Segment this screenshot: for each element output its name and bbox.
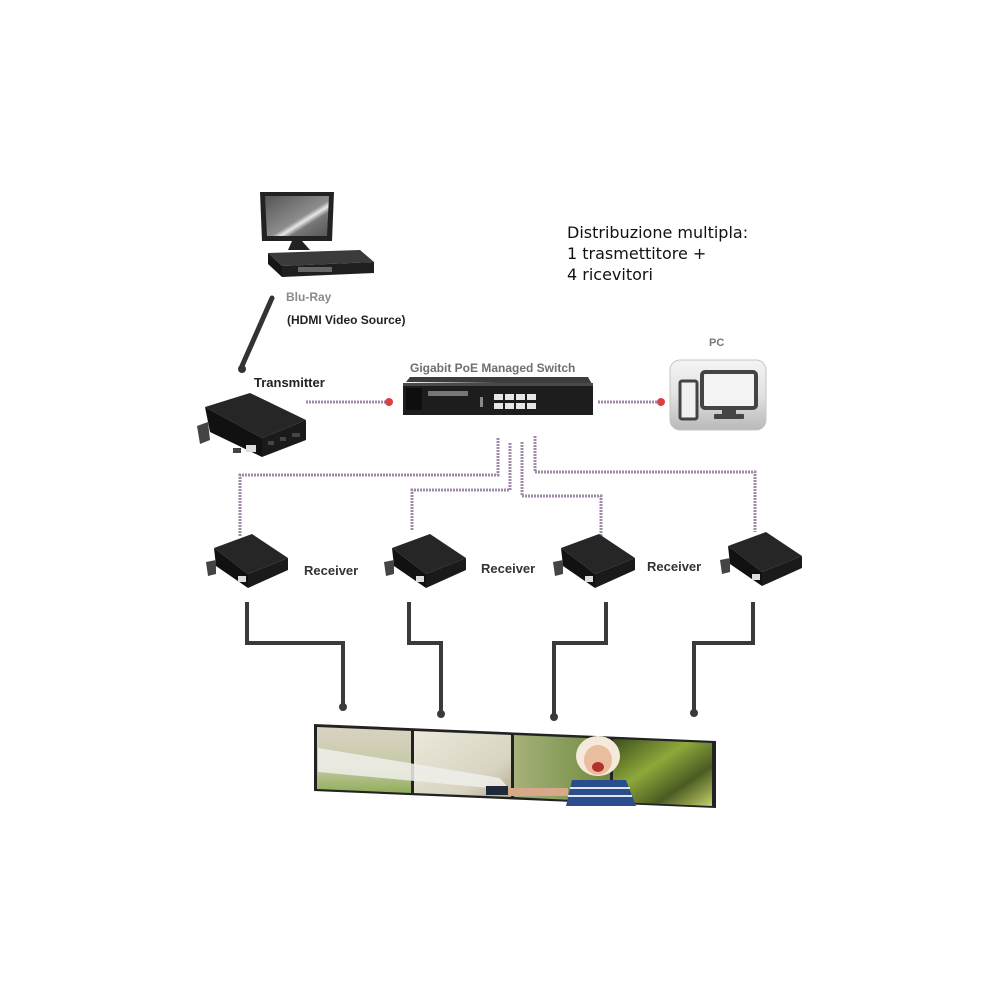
hdmi-cable-2 — [407, 602, 443, 712]
cable-receiver-4 — [533, 436, 757, 532]
monitor-icon — [260, 192, 334, 250]
hdmi-cable-4 — [692, 602, 755, 711]
receiver-label-2: Receiver — [481, 561, 536, 576]
cable-endpoint — [385, 398, 393, 406]
caption-line-2: 1 trasmettitore + — [567, 244, 707, 263]
switch-label: Gigabit PoE Managed Switch — [410, 361, 576, 375]
bluray-source — [260, 192, 374, 277]
hdmi-cable-1 — [245, 602, 345, 705]
hdmi-connector — [437, 710, 445, 718]
network-cables-receivers — [238, 436, 757, 537]
transmitter-label: Transmitter — [254, 375, 325, 390]
cable-receiver-1 — [238, 438, 500, 537]
hdmi-cable-source — [239, 295, 275, 369]
cable-receiver-3 — [520, 442, 603, 537]
hdmi-connector — [690, 709, 698, 717]
video-wall — [314, 724, 716, 808]
hdmi-connector — [339, 703, 347, 711]
receiver-label-1: Receiver — [304, 563, 359, 578]
cable-endpoint — [657, 398, 665, 406]
switch-ports — [494, 394, 536, 409]
caption-line-3: 4 ricevitori — [567, 265, 653, 284]
pc-label: PC — [709, 337, 725, 349]
transmitter-device-icon — [197, 393, 306, 457]
source-label: Blu-Ray — [286, 290, 332, 304]
video-wall-panel-4 — [613, 739, 712, 806]
hdmi-connector — [238, 365, 246, 373]
receiver-device-2 — [384, 534, 466, 588]
cable-receiver-2 — [410, 443, 512, 530]
receiver-device-4 — [720, 532, 802, 586]
hdmi-cable-3 — [552, 602, 608, 715]
hdmi-cables-wall — [245, 602, 755, 715]
pc-icon — [669, 359, 767, 431]
hdmi-connector — [550, 713, 558, 721]
switch-device-icon — [403, 377, 593, 415]
receiver-label-3: Receiver — [647, 559, 702, 574]
bluray-player-icon — [268, 250, 374, 277]
diagram-caption: Distribuzione multipla: 1 trasmettitore … — [567, 222, 748, 285]
receiver-device-3 — [553, 534, 635, 588]
caption-line-1: Distribuzione multipla: — [567, 223, 749, 242]
receiver-device-1 — [206, 534, 288, 588]
source-sublabel: (HDMI Video Source) — [287, 313, 406, 327]
